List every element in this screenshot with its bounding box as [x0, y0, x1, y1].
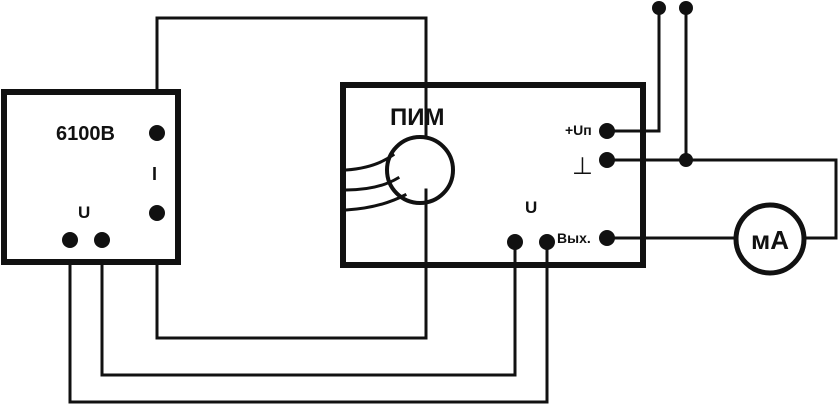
terminal-6100b-i-minus[interactable] — [149, 205, 165, 221]
junction-ground — [679, 153, 693, 167]
terminal-6100b-u-1[interactable] — [62, 232, 78, 248]
wire-voltage-inner — [100, 238, 517, 377]
terminal-pim-u-2[interactable] — [539, 234, 555, 250]
transducer-output-label: Вых. — [557, 230, 591, 246]
instrument-name-label: 6100B — [56, 123, 115, 145]
instrument-current-label: I — [152, 164, 157, 184]
terminal-6100b-i-plus[interactable] — [149, 125, 165, 141]
bus-conductor-2 — [344, 175, 401, 192]
terminal-6100b-u-2[interactable] — [94, 232, 110, 248]
terminal-pim-u-1[interactable] — [507, 234, 523, 250]
milliammeter — [733, 202, 807, 276]
instrument-voltage-label: U — [78, 203, 90, 222]
transducer-supply-label: +Uп — [565, 122, 592, 138]
transducer-voltage-label: U — [525, 198, 537, 217]
wire-supply-plus — [605, 6, 661, 133]
terminal-supply-ground-lead[interactable] — [679, 1, 693, 15]
milliammeter-label: мА — [751, 225, 789, 255]
transducer-name-label: ПИМ — [390, 104, 445, 131]
wire-current-top — [155, 16, 428, 135]
transducer-ground-label: ⊥ — [572, 153, 593, 180]
transducer-pim-box — [340, 82, 646, 268]
instrument-6100b-box — [1, 89, 181, 265]
terminal-supply-plus-lead[interactable] — [652, 1, 666, 15]
bus-conductor-3 — [344, 192, 408, 212]
wire-ground-return — [605, 158, 838, 240]
current-coil-icon — [385, 135, 455, 205]
terminal-pim-supply[interactable] — [599, 123, 615, 139]
wire-voltage-outer — [68, 238, 549, 404]
terminal-pim-ground[interactable] — [599, 152, 615, 168]
terminal-pim-output[interactable] — [599, 230, 615, 246]
